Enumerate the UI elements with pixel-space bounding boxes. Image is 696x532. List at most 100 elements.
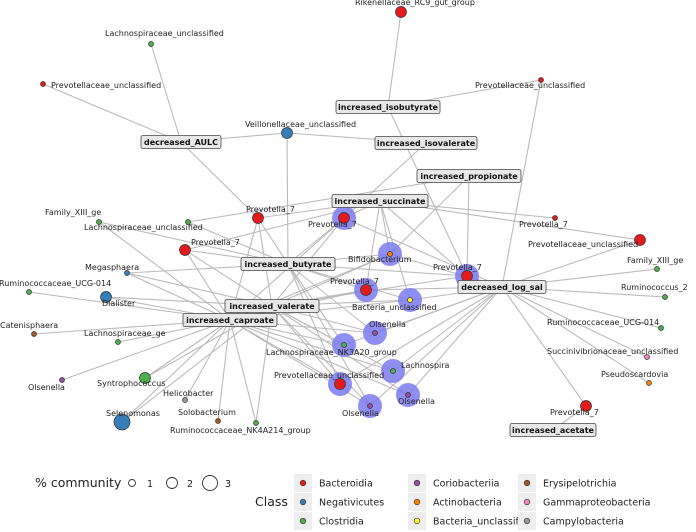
network-edge bbox=[98, 221, 289, 265]
taxon-node[interactable] bbox=[115, 339, 121, 345]
taxon-node[interactable] bbox=[367, 403, 373, 409]
taxon-node[interactable] bbox=[100, 291, 112, 303]
metabolite-box[interactable]: decreased_AULC bbox=[140, 135, 222, 149]
metabolite-box[interactable]: increased_valerate bbox=[224, 299, 320, 313]
size-legend-symbol bbox=[166, 477, 178, 489]
network-edge bbox=[229, 319, 394, 372]
metabolite-box[interactable]: increased_isobutyrate bbox=[335, 100, 441, 114]
taxon-node[interactable] bbox=[252, 212, 264, 224]
network-edge bbox=[144, 319, 231, 379]
size-legend-symbol bbox=[128, 479, 136, 487]
taxon-node[interactable] bbox=[580, 400, 592, 412]
taxon-label: Olsenella bbox=[342, 409, 379, 418]
taxon-label: Veillonellaceae_unclassified bbox=[245, 120, 356, 129]
network-edge bbox=[501, 239, 641, 288]
metabolite-box[interactable]: increased_succinate bbox=[331, 194, 429, 208]
taxon-node[interactable] bbox=[31, 331, 37, 337]
taxon-node[interactable] bbox=[148, 41, 154, 47]
taxon-label: Rikenellaceae_RC9_gut_group bbox=[355, 0, 475, 7]
taxon-node[interactable] bbox=[96, 219, 102, 225]
taxon-node[interactable] bbox=[372, 330, 378, 336]
network-edge bbox=[501, 79, 542, 288]
metabolite-label: increased_succinate bbox=[335, 197, 426, 206]
taxon-label: Bacteria_unclassified bbox=[352, 303, 437, 312]
taxon-node[interactable] bbox=[407, 297, 413, 303]
taxon-label: Lachnospiraceae_ge bbox=[84, 329, 166, 338]
taxon-node[interactable] bbox=[658, 325, 664, 331]
taxon-label: Lachnospiraceae_unclassified bbox=[105, 29, 224, 38]
network-edge bbox=[150, 43, 182, 143]
class-legend-label: Negativicutes bbox=[319, 498, 384, 509]
taxon-node[interactable] bbox=[281, 127, 293, 139]
taxon-node[interactable] bbox=[461, 270, 473, 282]
taxon-node[interactable] bbox=[341, 342, 347, 348]
metabolite-box[interactable]: decreased_log_sal bbox=[457, 280, 547, 294]
taxon-node[interactable] bbox=[59, 377, 65, 383]
taxon-node[interactable] bbox=[179, 244, 191, 256]
class-legend-symbol bbox=[523, 517, 531, 525]
network-edge bbox=[187, 221, 289, 265]
taxon-node[interactable] bbox=[634, 234, 646, 246]
network-edge bbox=[184, 249, 273, 307]
taxon-label: Solobacterium bbox=[178, 408, 236, 417]
network-edge bbox=[287, 263, 341, 385]
network-edge bbox=[501, 286, 587, 407]
metabolite-box[interactable]: increased_propionate bbox=[416, 169, 522, 183]
taxon-node[interactable] bbox=[538, 77, 544, 83]
metabolite-box[interactable]: increased_butyrate bbox=[240, 257, 336, 271]
taxon-node[interactable] bbox=[654, 266, 660, 272]
metabolite-box[interactable]: increased_acetate bbox=[509, 423, 597, 437]
taxon-node[interactable] bbox=[26, 289, 32, 295]
taxon-label: Ruminococcaceae_NK4A214_group bbox=[170, 426, 311, 435]
taxon-label: Helicobacter bbox=[163, 389, 214, 398]
taxon-node[interactable] bbox=[185, 219, 191, 225]
taxon-node[interactable] bbox=[662, 294, 668, 300]
taxon-node[interactable] bbox=[215, 418, 221, 424]
taxon-label: Family_XIII_ge bbox=[627, 256, 683, 265]
network-edge bbox=[126, 272, 231, 321]
network-edge bbox=[287, 263, 371, 407]
network-edge bbox=[271, 305, 394, 372]
taxon-node[interactable] bbox=[334, 378, 346, 390]
taxon-label: Syntrophococcus bbox=[97, 379, 165, 388]
taxon-node[interactable] bbox=[253, 420, 259, 426]
taxon-node[interactable] bbox=[395, 6, 407, 18]
taxon-label: Succinivibrionaceae_unclassified bbox=[547, 347, 678, 356]
network-edge bbox=[229, 319, 371, 407]
metabolite-label: decreased_log_sal bbox=[461, 283, 543, 292]
taxon-node[interactable] bbox=[40, 81, 46, 87]
size-legend-title: % community bbox=[35, 475, 122, 490]
class-legend-title: Class bbox=[255, 494, 288, 509]
taxon-label: Prevotella_7 bbox=[246, 205, 295, 214]
taxon-node[interactable] bbox=[360, 284, 372, 296]
class-legend-label: Bacteria_unclassified bbox=[433, 517, 533, 528]
metabolite-box[interactable]: increased_caproate bbox=[182, 313, 278, 327]
taxon-label: Ruminococcaceae_UCG-014 bbox=[547, 318, 659, 327]
network-edge bbox=[229, 319, 409, 396]
taxon-node[interactable] bbox=[338, 212, 350, 224]
network-edge bbox=[407, 286, 503, 396]
metabolite-label: increased_butyrate bbox=[245, 260, 332, 269]
metabolite-label: increased_isovalerate bbox=[377, 139, 476, 148]
taxon-node[interactable] bbox=[139, 372, 151, 384]
taxon-node[interactable] bbox=[405, 392, 411, 398]
network-edge bbox=[369, 286, 503, 407]
taxon-node[interactable] bbox=[646, 380, 652, 386]
taxon-node[interactable] bbox=[552, 215, 558, 221]
taxon-node[interactable] bbox=[113, 413, 131, 431]
taxon-node[interactable] bbox=[644, 354, 650, 360]
taxon-node[interactable] bbox=[387, 251, 393, 257]
taxon-node[interactable] bbox=[390, 368, 396, 374]
class-legend-symbol bbox=[299, 479, 307, 487]
network-edge bbox=[286, 132, 289, 265]
taxon-node[interactable] bbox=[182, 397, 188, 403]
taxon-label: Catenisphaera bbox=[0, 321, 58, 330]
taxon-label: Prevotella_7 bbox=[330, 277, 379, 286]
class-legend-symbol bbox=[413, 498, 421, 506]
network-edge bbox=[271, 305, 371, 407]
metabolite-box[interactable]: increased_isovalerate bbox=[374, 136, 478, 150]
taxon-node[interactable] bbox=[124, 270, 130, 276]
